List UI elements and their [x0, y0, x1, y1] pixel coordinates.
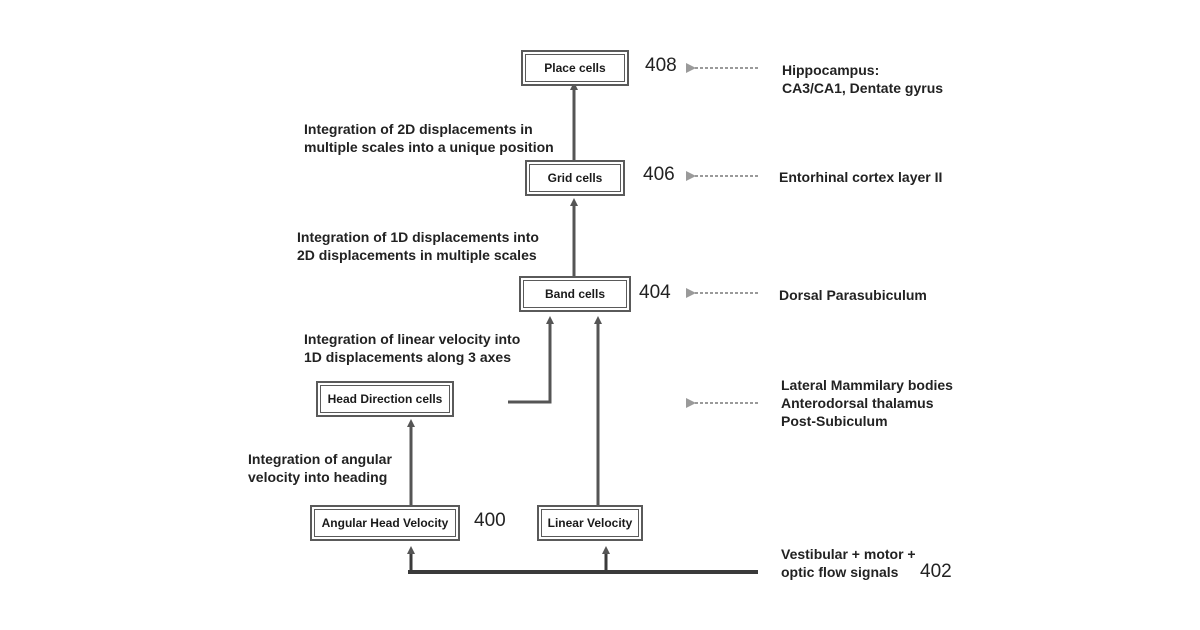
region-head-direction: Lateral Mammilary bodies Anterodorsal th…	[781, 376, 953, 430]
angular-head-velocity-label: Angular Head Velocity	[314, 509, 456, 537]
note-line: 1D displacements along 3 axes	[304, 348, 520, 366]
region-line: Anterodorsal thalamus	[781, 394, 953, 412]
region-entorhinal-cortex: Entorhinal cortex layer II	[779, 168, 942, 186]
region-line: Hippocampus:	[782, 61, 943, 79]
note-line: Integration of angular	[248, 450, 392, 468]
band-cells-box: Band cells	[519, 276, 631, 312]
band-cells-label: Band cells	[523, 280, 627, 308]
note-band-to-grid: Integration of 1D displacements into 2D …	[297, 228, 539, 264]
place-cells-box: Place cells	[521, 50, 629, 86]
ref-number-404: 404	[639, 282, 671, 304]
region-line: Lateral Mammilary bodies	[781, 376, 953, 394]
head-direction-cells-label: Head Direction cells	[320, 385, 450, 413]
angular-head-velocity-box: Angular Head Velocity	[310, 505, 460, 541]
ref-number-408: 408	[645, 55, 677, 77]
grid-cells-label: Grid cells	[529, 164, 621, 192]
note-line: 2D displacements in multiple scales	[297, 246, 539, 264]
note-line: Integration of 1D displacements into	[297, 228, 539, 246]
note-line: Integration of linear velocity into	[304, 330, 520, 348]
ref-number-406: 406	[643, 164, 675, 186]
region-line: Dorsal Parasubiculum	[779, 286, 927, 304]
note-grid-to-place: Integration of 2D displacements in multi…	[304, 120, 554, 156]
input-line: Vestibular + motor +	[781, 545, 916, 563]
input-signals-label: Vestibular + motor + optic flow signals	[781, 545, 916, 581]
ref-number-402: 402	[920, 561, 952, 583]
region-line: Entorhinal cortex layer II	[779, 168, 942, 186]
note-line: multiple scales into a unique position	[304, 138, 554, 156]
region-line: Post-Subiculum	[781, 412, 953, 430]
region-dorsal-parasubiculum: Dorsal Parasubiculum	[779, 286, 927, 304]
note-velocity-to-band: Integration of linear velocity into 1D d…	[304, 330, 520, 366]
note-line: Integration of 2D displacements in	[304, 120, 554, 138]
region-hippocampus: Hippocampus: CA3/CA1, Dentate gyrus	[782, 61, 943, 97]
region-line: CA3/CA1, Dentate gyrus	[782, 79, 943, 97]
input-line: optic flow signals	[781, 563, 916, 581]
place-cells-label: Place cells	[525, 54, 625, 82]
linear-velocity-box: Linear Velocity	[537, 505, 643, 541]
grid-cells-box: Grid cells	[525, 160, 625, 196]
note-angular-to-heading: Integration of angular velocity into hea…	[248, 450, 392, 486]
head-direction-cells-box: Head Direction cells	[316, 381, 454, 417]
ref-number-400: 400	[474, 510, 506, 532]
linear-velocity-label: Linear Velocity	[541, 509, 639, 537]
note-line: velocity into heading	[248, 468, 392, 486]
